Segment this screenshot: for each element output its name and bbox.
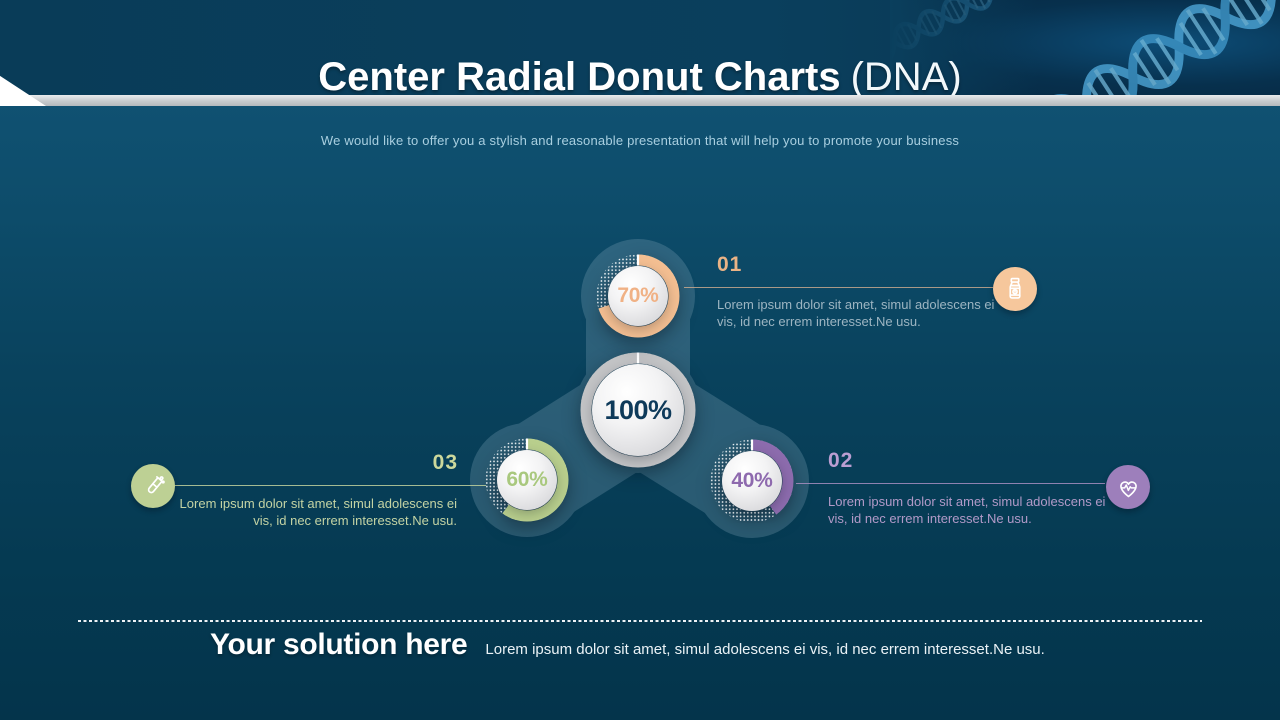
page-title: Center Radial Donut Charts (DNA)	[0, 27, 1280, 122]
callout-02-number: 02	[828, 449, 854, 472]
subtitle: We would like to offer you a stylish and…	[320, 133, 960, 148]
medicine-bottle-icon	[993, 267, 1037, 311]
footer-dashed-divider	[78, 620, 1202, 622]
donut-02-value-label: 40%	[731, 469, 773, 492]
donut-03-value-label: 60%	[506, 468, 548, 491]
footer: Your solution here Lorem ipsum dolor sit…	[210, 628, 1045, 662]
title-paren: (DNA)	[850, 54, 962, 99]
callout-02-leader-line	[796, 483, 1105, 484]
callout-01-description: Lorem ipsum dolor sit amet, simul adoles…	[717, 297, 995, 329]
header: Center Radial Donut Charts (DNA)	[0, 0, 1280, 99]
callout-03-description: Lorem ipsum dolor sit amet, simul adoles…	[179, 496, 457, 528]
footer-heading: Your solution here	[210, 628, 468, 661]
callout-02-description: Lorem ipsum dolor sit amet, simul adoles…	[828, 494, 1106, 526]
title-main: Center Radial Donut Charts	[318, 54, 841, 99]
callout-01-number: 01	[717, 253, 743, 276]
callout-03-leader-line	[174, 485, 486, 486]
callout-01-leader-line	[684, 287, 993, 288]
donut-chart-02: 40%	[710, 439, 794, 523]
donut-chart-01: 70%	[596, 254, 680, 338]
center-value-label: 100%	[604, 394, 672, 425]
dna-helix-graphic	[890, 0, 1280, 95]
footer-text: Lorem ipsum dolor sit amet, simul adoles…	[485, 641, 1045, 658]
donut-01-value-label: 70%	[617, 284, 659, 307]
donut-chart-03: 60%	[485, 438, 569, 522]
callout-03-number: 03	[432, 451, 458, 474]
heart-pulse-icon	[1106, 465, 1150, 509]
test-tube-icon	[131, 464, 175, 508]
donut-chart-center: 100%	[580, 352, 696, 468]
header-divider-bar	[0, 95, 1280, 106]
